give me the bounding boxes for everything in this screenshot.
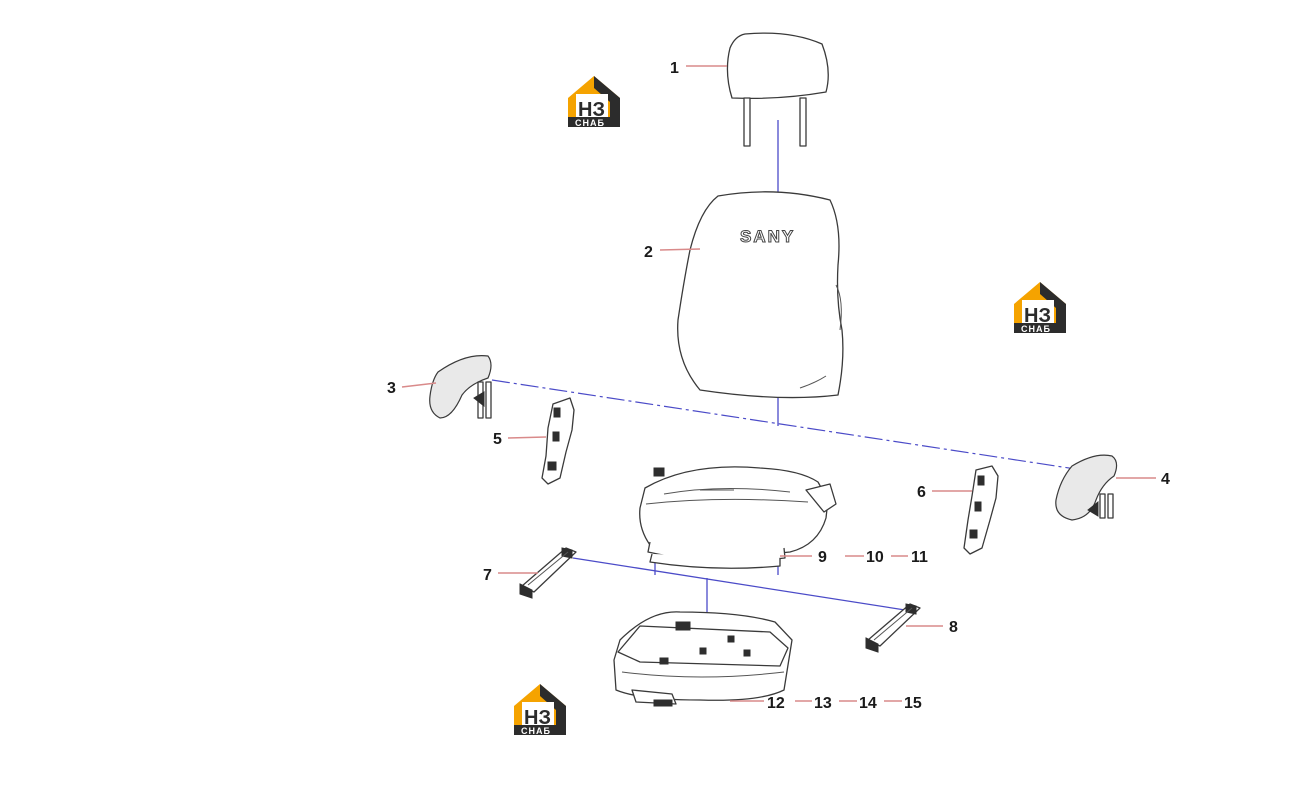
seat-base-part bbox=[613, 611, 793, 707]
seat-cushion-part bbox=[639, 466, 837, 569]
callout-12: 12 bbox=[767, 695, 785, 712]
leader-lines bbox=[401, 65, 1156, 702]
right-rail-part bbox=[865, 603, 921, 653]
headrest-part bbox=[726, 32, 829, 147]
callout-11: 11 bbox=[911, 549, 928, 566]
callout-14: 14 bbox=[859, 695, 877, 712]
watermark-mark: НЗ bbox=[524, 707, 551, 729]
callout-9: 9 bbox=[818, 549, 827, 566]
watermark-mark: НЗ bbox=[1024, 305, 1051, 327]
callout-4: 4 bbox=[1161, 471, 1170, 488]
brand-logo-text: SANY bbox=[740, 227, 795, 246]
callout-labels: 1 2 3 4 5 6 7 8 9 10 11 12 13 14 15 bbox=[387, 60, 1170, 712]
watermark-word: СНАБ bbox=[575, 118, 605, 128]
watermark-mark: НЗ bbox=[578, 99, 605, 121]
callout-8: 8 bbox=[949, 619, 958, 636]
callout-7: 7 bbox=[483, 567, 492, 584]
watermark-logo: НЗ СНАБ bbox=[1014, 282, 1066, 334]
seat-back-part: SANY bbox=[677, 191, 844, 399]
right-armrest-part bbox=[1055, 454, 1118, 521]
callout-10: 10 bbox=[866, 549, 884, 566]
callout-1: 1 bbox=[670, 60, 679, 77]
callout-13: 13 bbox=[814, 695, 832, 712]
watermark-word: СНАБ bbox=[1021, 324, 1051, 334]
callout-3: 3 bbox=[387, 380, 396, 397]
watermark-logo: НЗ СНАБ bbox=[514, 684, 566, 736]
watermark-logo: НЗ СНАБ bbox=[568, 76, 620, 128]
left-armrest-part bbox=[429, 354, 492, 419]
callout-2: 2 bbox=[644, 244, 653, 261]
callout-6: 6 bbox=[917, 484, 926, 501]
right-bracket-part bbox=[963, 465, 999, 555]
watermark-word: СНАБ bbox=[521, 726, 551, 736]
left-rail-part bbox=[519, 547, 577, 599]
callout-5: 5 bbox=[493, 431, 502, 448]
left-bracket-part bbox=[541, 397, 575, 485]
callout-15: 15 bbox=[904, 695, 922, 712]
